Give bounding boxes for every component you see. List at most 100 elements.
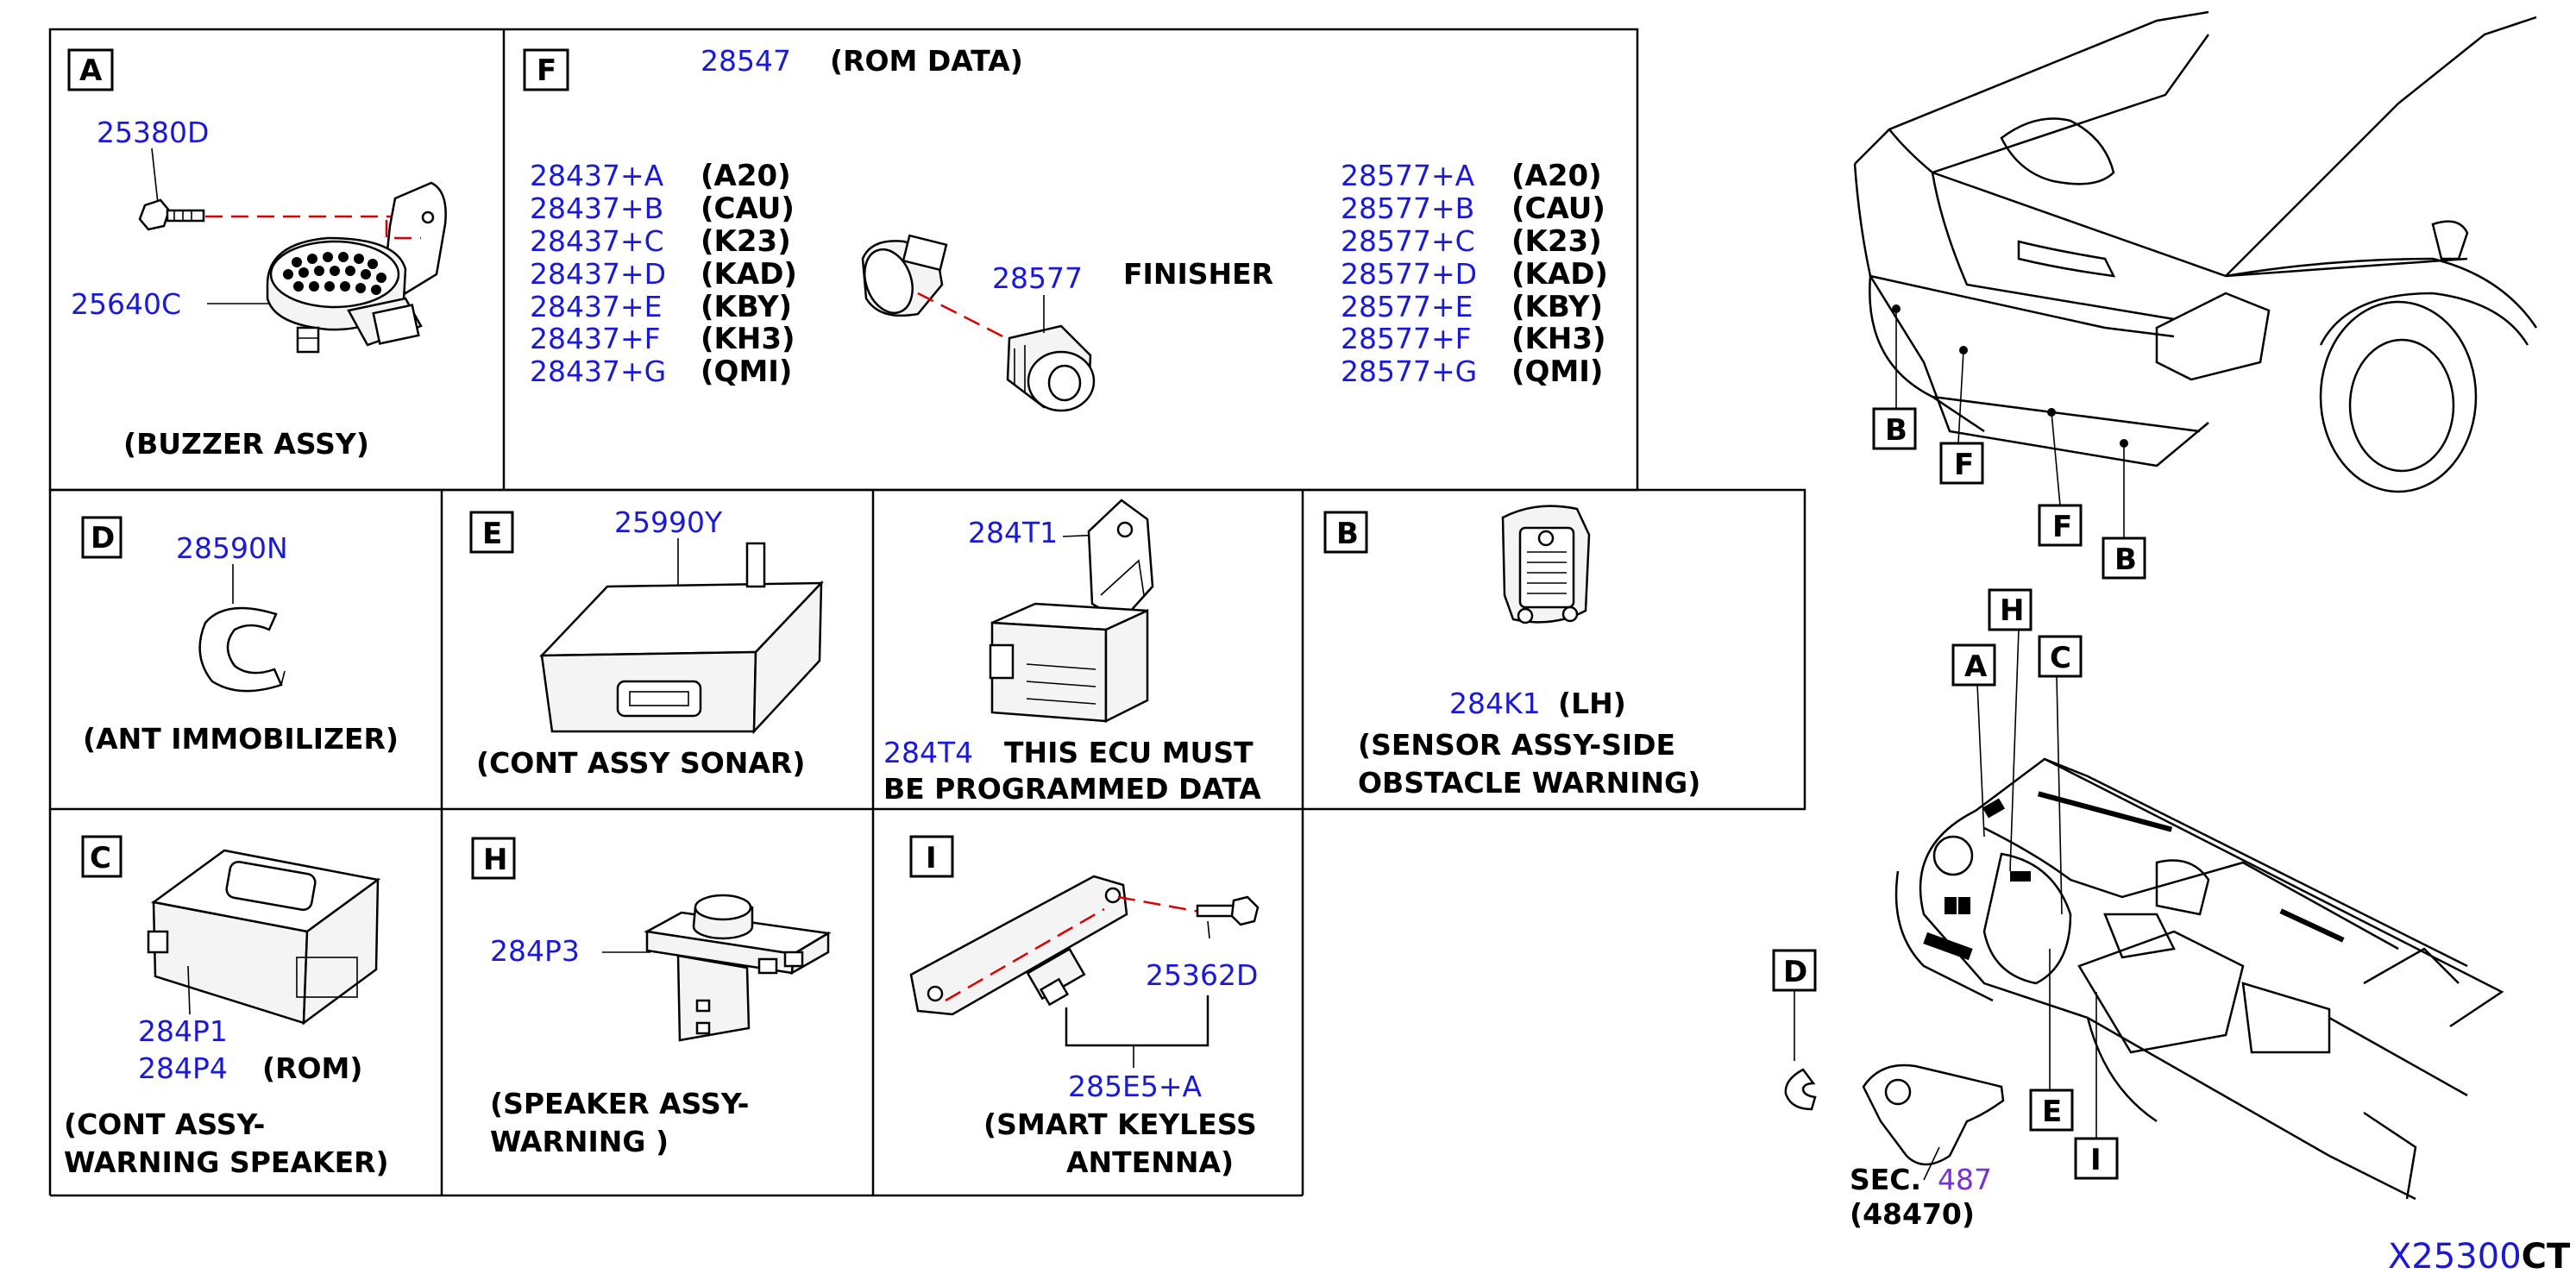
panel-i-letter: I [926, 841, 937, 875]
rear-callout-b-right: B [2114, 543, 2137, 577]
warning-speaker-caption-line1: (SPEAKER ASSY- [490, 1087, 749, 1120]
left-pn-2: 28437+C [530, 224, 664, 258]
diagram-code: X25300CT [2388, 1237, 2571, 1277]
dash-callout-e: E [2042, 1095, 2062, 1129]
panel-h: H 284P3 (SPEAKER ASSY- WARNING ) [471, 837, 832, 1158]
left-pn-6: 28437+G [530, 355, 666, 388]
finisher-part-number: 28577 [992, 261, 1083, 295]
dash-callout-h: H [2000, 593, 2024, 628]
left-code-1: (CAU) [701, 191, 795, 226]
panel-d-letter: D [91, 521, 115, 555]
rom-data-part-number: 28547 [701, 44, 791, 78]
sonar-part-number: 25990Y [614, 505, 723, 539]
side-obstacle-sensor-icon [1501, 505, 1591, 624]
left-code-2: (K23) [701, 224, 791, 259]
panel-e: E 25990Y (CONT ASSY SONAR) [469, 505, 824, 780]
left-code-6: (QMI) [701, 355, 792, 389]
diagram-code-prefix: X25300 [2388, 1237, 2522, 1277]
section-label: SEC. [1850, 1163, 1921, 1196]
bolt-icon [138, 198, 205, 231]
left-pn-3: 28437+D [530, 257, 666, 291]
antenna-caption-line2: ANTENNA) [1066, 1145, 1234, 1179]
panel-a-letter: A [79, 53, 103, 88]
panel-c-letter: C [90, 841, 111, 875]
speaker-controller-caption-line2: WARNING SPEAKER) [64, 1145, 389, 1179]
speaker-controller-part-number-1: 284P1 [138, 1014, 228, 1048]
right-code-0: (A20) [1511, 159, 1602, 193]
sensor-list-left: 28437+A (A20) 28437+B (CAU) 28437+C (K23… [530, 159, 797, 389]
left-pn-5: 28437+F [530, 322, 661, 355]
dash-callout-i: I [2090, 1143, 2102, 1177]
right-code-1: (CAU) [1511, 191, 1605, 226]
panel-grid [48, 28, 1806, 1197]
diagram-code-suffix: CT [2522, 1237, 2571, 1277]
rear-callout-f-left: F [1954, 448, 1974, 482]
buzzer-bolt-part-number: 25380D [97, 116, 209, 149]
rear-callout-f-right: F [2052, 510, 2072, 544]
section-reference: 487 [1938, 1163, 1992, 1196]
speaker-controller-rom: (ROM) [262, 1051, 362, 1085]
dash-callout-c: C [2050, 641, 2071, 675]
finisher-icon [1006, 324, 1096, 412]
buzzer-caption: (BUZZER ASSY) [123, 427, 369, 461]
ecu-bracket-icon [1087, 499, 1154, 623]
dash-callout-a: A [1964, 649, 1988, 684]
warning-speaker-controller-icon [147, 849, 381, 1026]
left-code-4: (KBY) [701, 290, 792, 324]
panel-e-letter: E [482, 517, 502, 551]
right-pn-0: 28577+A [1341, 159, 1475, 192]
left-code-0: (A20) [701, 159, 791, 193]
right-code-5: (KH3) [1511, 322, 1606, 356]
side-sensor-caption-line1: (SENSOR ASSY-SIDE [1358, 728, 1675, 762]
side-sensor-caption-line2: OBSTACLE WARNING) [1358, 766, 1700, 800]
warning-speaker-caption-line2: WARNING ) [490, 1125, 669, 1158]
left-code-3: (KAD) [701, 257, 797, 292]
right-pn-5: 28577+F [1341, 322, 1472, 355]
panel-c: C 284P1 284P4 (ROM) (CONT ASSY- WARNING … [64, 835, 389, 1179]
vehicle-rear-view: B F F B [1853, 10, 2538, 580]
immobilizer-ring-icon [198, 606, 286, 693]
antenna-bolt-part-number: 25362D [1146, 958, 1258, 992]
ant-immobilizer-caption: (ANT IMMOBILIZER) [83, 722, 399, 756]
panel-b-letter: B [1336, 517, 1359, 551]
dash-callout-d: D [1783, 955, 1807, 989]
left-code-5: (KH3) [701, 322, 795, 356]
right-code-6: (QMI) [1511, 355, 1603, 389]
sonar-module-icon [539, 542, 824, 735]
right-pn-1: 28577+B [1341, 191, 1474, 225]
panel-h-letter: H [483, 843, 507, 877]
buzzer-part-number: 25640C [71, 287, 181, 321]
speaker-controller-part-number-2: 284P4 [138, 1051, 228, 1085]
panel-ecu: 284T1 284T4 THIS ECU MUST BE PROGRAMMED … [883, 499, 1261, 806]
panel-i: I 25362D 285E5+A (SMART KEYLESS ANTENNA) [909, 835, 1260, 1179]
sensor-list-right: 28577+A (A20) 28577+B (CAU) 28577+C (K23… [1341, 159, 1608, 389]
left-pn-4: 28437+E [530, 290, 662, 323]
ecu-part-number: 284T4 [883, 736, 973, 769]
right-code-4: (KBY) [1511, 290, 1603, 324]
panel-a: A 25380D 25640C (BU [67, 48, 447, 461]
buzzer-icon [266, 236, 423, 354]
panel-b: B 284K1 (LH) (SENSOR ASSY-SIDE OBSTACLE … [1323, 505, 1700, 800]
left-pn-0: 28437+A [530, 159, 664, 192]
vehicle-dashboard-view: H A C D E I SEC. 487 (48470) [1772, 588, 2504, 1231]
side-sensor-lh-side: (LH) [1558, 687, 1626, 720]
right-code-3: (KAD) [1511, 257, 1608, 292]
sonar-caption: (CONT ASSY SONAR) [476, 746, 805, 780]
panel-f: F 28547 (ROM DATA) 28437+A (A20) 28437+B… [523, 44, 1608, 412]
ant-immobilizer-part-number: 28590N [176, 531, 288, 565]
ecu-note-line2: BE PROGRAMMED DATA [883, 772, 1261, 806]
panel-d: D 28590N (ANT IMMOBILIZER) [81, 516, 399, 756]
ecu-note-line1: THIS ECU MUST [1004, 736, 1253, 769]
section-part: (48470) [1850, 1197, 1975, 1231]
finisher-label: FINISHER [1123, 257, 1273, 291]
panel-f-letter: F [537, 53, 556, 88]
rom-data-label: (ROM DATA) [830, 44, 1023, 78]
ecu-module-icon [989, 602, 1149, 724]
ecu-bracket-part-number: 284T1 [968, 516, 1058, 549]
parking-sensor-icon [861, 234, 948, 317]
antenna-caption-line1: (SMART KEYLESS [983, 1107, 1257, 1141]
antenna-bolt-icon [1196, 895, 1260, 926]
speaker-controller-caption-line1: (CONT ASSY- [64, 1107, 265, 1141]
antenna-part-number: 285E5+A [1068, 1070, 1202, 1103]
